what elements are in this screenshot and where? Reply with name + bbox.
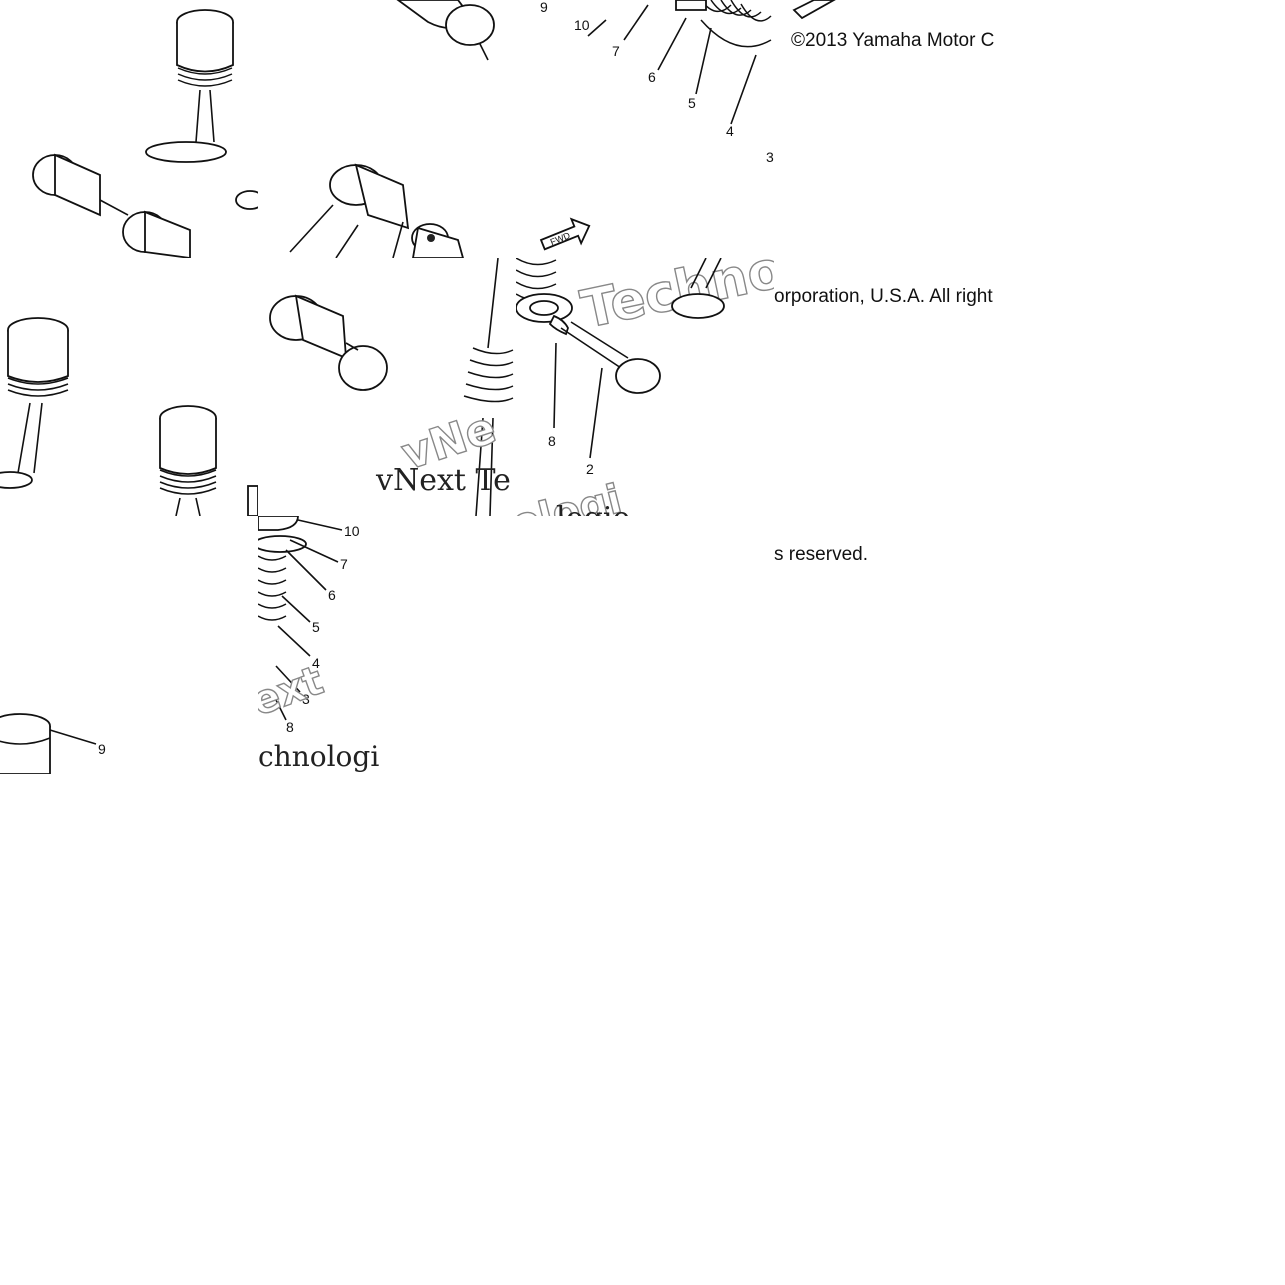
lifter-valve-drawing [32, 9, 258, 258]
diagram-tile-copyright-3: s reserved. [774, 516, 1032, 774]
copyright-text-1: ©2013 Yamaha Motor C [791, 30, 995, 51]
callout-10-lower: 10 [344, 523, 360, 539]
callout-8-center: 8 [548, 433, 556, 449]
callout-5-lower: 5 [312, 619, 320, 635]
valve-drawing-center-right: 8 2 Techno ologi logie [516, 258, 774, 516]
callout-8-lower: 8 [286, 719, 294, 735]
callout-4-top: 4 [726, 123, 734, 139]
callout-7-top: 7 [612, 43, 620, 59]
callout-2-center: 2 [586, 461, 594, 477]
watermark-logie: logie [556, 501, 630, 516]
diagram-tile-lower-left: 9 [0, 516, 258, 774]
center-assembly-drawing: vNext Te vNe [269, 258, 514, 516]
watermark-chnologi: chnologi [258, 740, 379, 773]
callout-10-top: 10 [574, 17, 590, 33]
diagram-tile-lower-center: 10 7 6 5 4 3 8 ext chnologi [258, 516, 516, 774]
diagram-tile-copyright-1: ©2013 Yamaha Motor C [774, 0, 1032, 258]
callout-6-top: 6 [648, 69, 656, 85]
callout-3-lower: 3 [302, 691, 310, 707]
callout-3-top: 3 [766, 149, 774, 165]
valve-lifter-drawing [289, 0, 495, 258]
spring-assembly-drawing: 9 10 7 6 5 4 3 FWD [539, 0, 774, 251]
fwd-arrow-icon: FWD [539, 217, 591, 251]
callout-6-lower: 6 [328, 587, 336, 603]
fwd-corner-drawing [792, 0, 836, 20]
spring-stack-drawing: 10 7 6 5 4 3 8 ext chnologi [258, 516, 379, 773]
copyright-text-3: s reserved. [774, 544, 868, 565]
diagram-tile-top-right: 9 10 7 6 5 4 3 FWD [516, 0, 774, 258]
valve-spring-drawing [463, 347, 514, 403]
callout-5-top: 5 [688, 95, 696, 111]
lifter-drawing-middle [0, 317, 258, 516]
callout-4-lower: 4 [312, 655, 320, 671]
lifter-drawing-lower: 9 [0, 713, 106, 774]
diagram-tile-top-middle [258, 0, 516, 258]
watermark-vnext: vNext Te [375, 463, 511, 498]
copyright-text-2: orporation, U.S.A. All right [774, 286, 993, 307]
svg-text:FWD: FWD [549, 230, 572, 247]
callout-9-top: 9 [540, 0, 548, 15]
diagram-tile-middle-left [0, 258, 258, 516]
diagram-tile-center: vNext Te vNe [258, 258, 516, 516]
diagram-tile-top-left [0, 0, 258, 258]
callout-9-bottom-left: 9 [98, 741, 106, 757]
callout-7-lower: 7 [340, 556, 348, 572]
diagram-tile-center-right: 8 2 Techno ologi logie [516, 258, 774, 516]
diagram-tile-copyright-2: orporation, U.S.A. All right [774, 258, 1032, 516]
